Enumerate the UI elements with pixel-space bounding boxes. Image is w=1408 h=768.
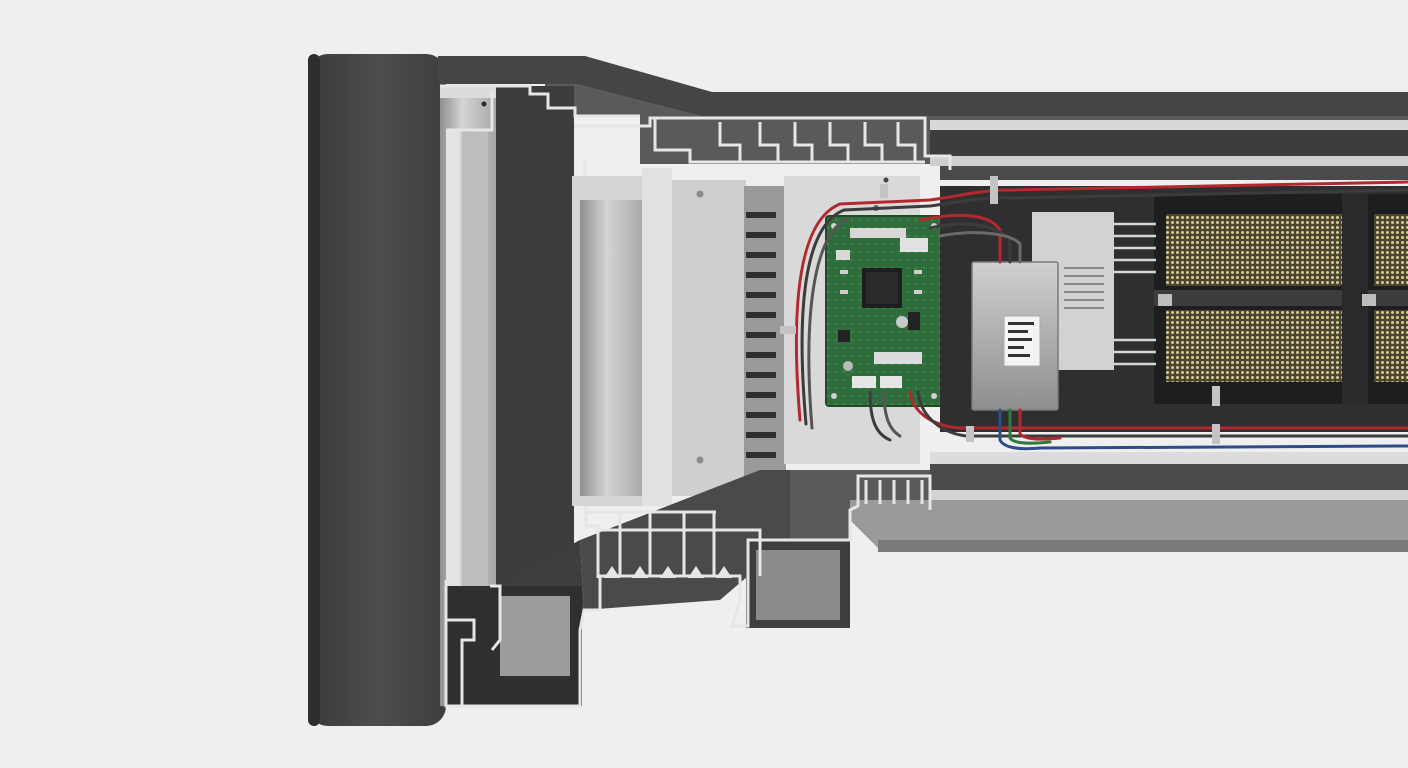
bottom-rails [850, 452, 1408, 552]
controller-pcb [825, 215, 943, 407]
power-driver [971, 261, 1059, 411]
bottom-extrusion-triangles [604, 566, 732, 578]
end-cap [308, 54, 446, 726]
vent-slots [1064, 267, 1104, 309]
connector-pins [1112, 222, 1156, 366]
heat-sink [572, 168, 786, 506]
screw-icon [883, 177, 889, 183]
heat-sink-fins [746, 212, 776, 458]
cable-clips [780, 176, 1220, 444]
cable-bundle [794, 180, 1408, 451]
top-extrusion-teeth [718, 122, 917, 162]
screw-icon [696, 190, 704, 198]
led-module [1154, 194, 1408, 404]
bottom-extrusion-outline [444, 474, 932, 708]
screw-icon [696, 456, 704, 464]
top-left-step [440, 84, 640, 132]
